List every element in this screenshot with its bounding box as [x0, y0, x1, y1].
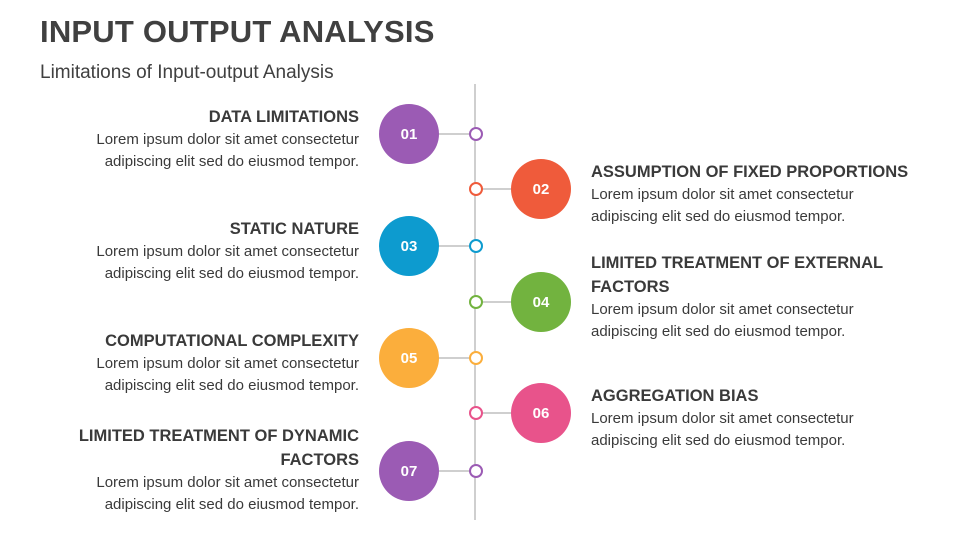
step-text-07: LIMITED TREATMENT OF DYNAMIC FACTORS Lor… — [59, 424, 359, 516]
step-number-04: 04 — [532, 293, 550, 311]
step-text-02: ASSUMPTION OF FIXED PROPORTIONS Lorem ip… — [591, 160, 931, 228]
timeline-dot-07 — [469, 464, 483, 478]
timeline-dot-01 — [469, 127, 483, 141]
page-title: INPUT OUTPUT ANALYSIS — [40, 14, 435, 49]
connector-03 — [438, 245, 476, 247]
step-desc-07a: Lorem ipsum dolor sit amet consectetur — [96, 474, 359, 491]
timeline-dot-06 — [469, 406, 483, 420]
step-number-03: 03 — [400, 237, 418, 255]
step-desc-04a: Lorem ipsum dolor sit amet consectetur — [591, 301, 854, 318]
timeline-dot-04 — [469, 295, 483, 309]
step-desc-01b: adipiscing elit sed do eiusmod tempor. — [104, 153, 359, 170]
step-desc-07b: adipiscing elit sed do eiusmod tempor. — [104, 496, 359, 513]
step-desc-03a: Lorem ipsum dolor sit amet consectetur — [96, 243, 359, 260]
step-text-04: LIMITED TREATMENT OF EXTERNAL FACTORS Lo… — [591, 251, 931, 343]
step-desc-02a: Lorem ipsum dolor sit amet consectetur — [591, 186, 854, 203]
step-number-02: 02 — [532, 180, 550, 198]
step-heading-07b: FACTORS — [280, 451, 359, 469]
step-circle-04: 04 — [511, 272, 571, 332]
step-text-01: DATA LIMITATIONS Lorem ipsum dolor sit a… — [59, 105, 359, 173]
page-subtitle: Limitations of Input-output Analysis — [40, 62, 334, 83]
step-desc-03b: adipiscing elit sed do eiusmod tempor. — [104, 265, 359, 282]
step-desc-05b: adipiscing elit sed do eiusmod tempor. — [104, 377, 359, 394]
connector-02 — [475, 188, 513, 190]
step-number-07: 07 — [400, 462, 418, 480]
step-heading-04a: LIMITED TREATMENT OF EXTERNAL — [591, 254, 884, 272]
step-text-05: COMPUTATIONAL COMPLEXITY Lorem ipsum dol… — [59, 329, 359, 397]
step-text-03: STATIC NATURE Lorem ipsum dolor sit amet… — [59, 217, 359, 285]
step-circle-02: 02 — [511, 159, 571, 219]
timeline-dot-02 — [469, 182, 483, 196]
step-heading-02: ASSUMPTION OF FIXED PROPORTIONS — [591, 163, 909, 181]
step-desc-06a: Lorem ipsum dolor sit amet consectetur — [591, 410, 854, 427]
timeline-dot-03 — [469, 239, 483, 253]
step-desc-06b: adipiscing elit sed do eiusmod tempor. — [591, 432, 846, 449]
connector-04 — [475, 301, 513, 303]
connector-06 — [475, 412, 513, 414]
step-circle-03: 03 — [379, 216, 439, 276]
step-number-05: 05 — [400, 349, 418, 367]
step-heading-01: DATA LIMITATIONS — [208, 108, 359, 126]
step-heading-05: COMPUTATIONAL COMPLEXITY — [105, 332, 359, 350]
step-desc-01a: Lorem ipsum dolor sit amet consectetur — [96, 131, 359, 148]
step-text-06: AGGREGATION BIAS Lorem ipsum dolor sit a… — [591, 384, 931, 452]
step-circle-07: 07 — [379, 441, 439, 501]
timeline-dot-05 — [469, 351, 483, 365]
connector-07 — [438, 470, 476, 472]
step-desc-05a: Lorem ipsum dolor sit amet consectetur — [96, 355, 359, 372]
connector-01 — [438, 133, 476, 135]
step-circle-01: 01 — [379, 104, 439, 164]
step-heading-06: AGGREGATION BIAS — [591, 387, 759, 405]
step-number-01: 01 — [400, 125, 418, 143]
step-desc-02b: adipiscing elit sed do eiusmod tempor. — [591, 208, 846, 225]
step-number-06: 06 — [532, 404, 550, 422]
step-circle-06: 06 — [511, 383, 571, 443]
step-desc-04b: adipiscing elit sed do eiusmod tempor. — [591, 323, 846, 340]
step-heading-03: STATIC NATURE — [229, 220, 359, 238]
connector-05 — [438, 357, 476, 359]
step-circle-05: 05 — [379, 328, 439, 388]
step-heading-07a: LIMITED TREATMENT OF DYNAMIC — [78, 427, 359, 445]
step-heading-04b: FACTORS — [591, 278, 670, 296]
